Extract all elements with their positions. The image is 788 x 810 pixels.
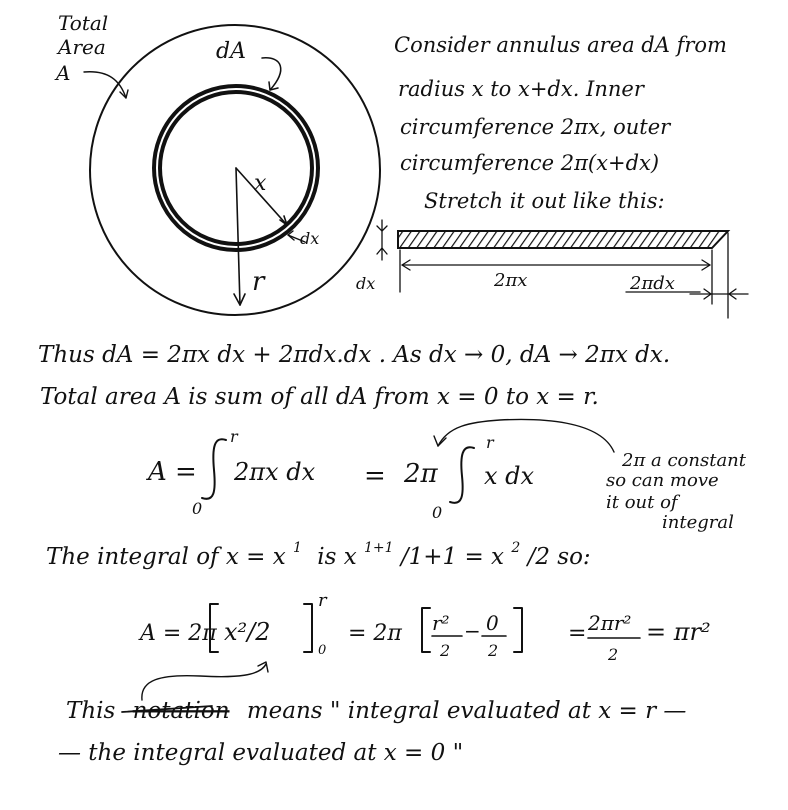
label-total: Total <box>58 11 108 35</box>
dx-pointer-line <box>287 234 306 243</box>
aside-line-2: so can move <box>606 470 719 491</box>
svg-text:This notation mean: This notation means " integral evaluated… <box>66 698 686 724</box>
label-area: Area <box>56 35 106 59</box>
annulus-outer-edge <box>152 84 320 252</box>
eval-frac3-num: 2πr² <box>587 611 631 635</box>
integral-of-text-1: The integral of x = x <box>46 544 286 570</box>
eval-frac2-num: 0 <box>486 611 499 635</box>
integral-lower-1: 0 <box>192 499 202 518</box>
eval-frac3-den: 2 <box>607 645 618 664</box>
eval-frac1-den: 2 <box>439 641 450 660</box>
evaluation-equation: A = 2π x²/2 r 0 = 2π r² 2 − 0 2 = 2πr² 2… <box>138 590 711 701</box>
eval-frac2-den: 2 <box>487 641 498 660</box>
integrand-2: x dx <box>484 462 535 490</box>
strip-height-label: dx <box>356 274 375 293</box>
radius-x-line <box>235 167 288 226</box>
strip-height-arrows <box>376 225 388 255</box>
constant-arrow <box>437 418 615 453</box>
eval-lhs: A = 2π <box>138 621 217 646</box>
svg-text:The integral of x = x 1: The integral of x = x 1 is x 1+1 /1+1 = … <box>46 532 591 570</box>
consider-line-3: circumference 2πx, outer <box>400 115 672 139</box>
integral-sign-1 <box>201 438 227 500</box>
annulus-inner-edge <box>158 90 314 246</box>
aside-line-3: it out of <box>606 492 681 513</box>
integral-of-text-3: /1+1 = x <box>399 544 504 570</box>
integral-upper-2: r <box>486 433 495 452</box>
dx-pointer-arrowhead <box>287 230 295 241</box>
strip-inner-length-label: 2πx <box>493 270 527 291</box>
integral-of-x-line: The integral of x = x 1 is x 1+1 /1+1 = … <box>46 532 591 570</box>
constant-aside: 2π a constant so can move it out of inte… <box>606 450 747 533</box>
notation-arrow <box>141 663 267 701</box>
constant-arrowhead <box>433 435 447 447</box>
circle-figure: Total Area A dA x dx r <box>54 11 381 316</box>
eval-close-bracket-2 <box>513 607 523 653</box>
eval-bracket-content: x²/2 <box>224 618 271 646</box>
label-da: dA <box>216 39 246 64</box>
integral-equation: A = r 0 2πx dx = 2π r 0 x dx <box>146 418 615 522</box>
radius-r-arrowhead <box>233 293 246 306</box>
stretched-strip: dx 2πx 2πdx <box>356 219 749 319</box>
integral-equals: = <box>364 461 386 491</box>
integral-of-power-3: 2 <box>510 540 520 556</box>
consider-line-4: circumference 2π(x+dx) <box>400 151 659 175</box>
integral-sign-2 <box>449 446 475 504</box>
total-area-arrowhead <box>119 89 129 99</box>
inner-length-arrows <box>401 259 711 271</box>
eval-minus: − <box>464 619 481 643</box>
integral-of-power-1: 1 <box>293 540 302 556</box>
label-x: x <box>254 171 267 196</box>
consider-line-1: Consider annulus area dA from <box>394 33 727 57</box>
aside-line-4: integral <box>662 512 734 533</box>
integral-constant: 2π <box>403 459 439 489</box>
aside-line-1: 2π a constant <box>621 450 747 471</box>
extra-length-arrows <box>703 288 737 300</box>
outer-circle <box>89 24 381 316</box>
eval-eq2: = <box>568 621 586 646</box>
thus-line: Thus dA = 2πx dx + 2πdx.dx . As dx → 0, … <box>38 342 670 368</box>
integral-of-text-4: /2 so: <box>526 544 591 570</box>
label-dx-annulus: dx <box>300 229 319 248</box>
integral-lhs: A = <box>146 457 197 487</box>
notation-explanation: This notation means " integral evaluated… <box>58 698 686 766</box>
eval-open-bracket-2 <box>421 607 431 653</box>
label-r: r <box>252 267 266 297</box>
notation-strike-line <box>121 705 213 713</box>
strip-extra-length-label: 2πdx <box>629 273 675 294</box>
eval-frac1-num: r² <box>432 611 450 635</box>
notation-word-this: This <box>66 698 116 724</box>
label-a: A <box>54 61 70 85</box>
da-pointer <box>261 57 282 91</box>
total-area-pointer <box>83 71 127 99</box>
integral-upper-1: r <box>230 427 239 446</box>
consider-paragraph: Consider annulus area dA from radius x t… <box>394 33 727 213</box>
eval-close-bracket <box>303 603 313 653</box>
notation-rest-1: means " integral evaluated at x = r — <box>247 698 687 724</box>
consider-line-2: radius x to x+dx. Inner <box>398 77 646 101</box>
strip-shape <box>397 230 731 249</box>
integral-of-power-2: 1+1 <box>364 540 394 556</box>
radius-x-arrowhead <box>279 215 288 226</box>
consider-line-5: Stretch it out like this: <box>424 189 665 213</box>
integral-lower-2: 0 <box>432 503 442 522</box>
notation-arrowhead <box>257 661 269 673</box>
eval-result: = πr² <box>646 618 711 646</box>
radius-r-line <box>235 167 241 306</box>
da-arrowhead <box>268 81 279 91</box>
total-area-line: Total area A is sum of all dA from x = 0… <box>40 384 599 410</box>
integrand-1: 2πx dx <box>233 458 316 486</box>
eval-upper-limit: r <box>318 590 328 611</box>
eval-open-bracket <box>209 603 219 653</box>
notation-line-2: — the integral evaluated at x = 0 " <box>58 740 463 766</box>
eval-mid: = 2π <box>348 621 402 646</box>
integral-of-text-2: is x <box>317 544 356 570</box>
eval-lower-limit: 0 <box>318 643 326 658</box>
